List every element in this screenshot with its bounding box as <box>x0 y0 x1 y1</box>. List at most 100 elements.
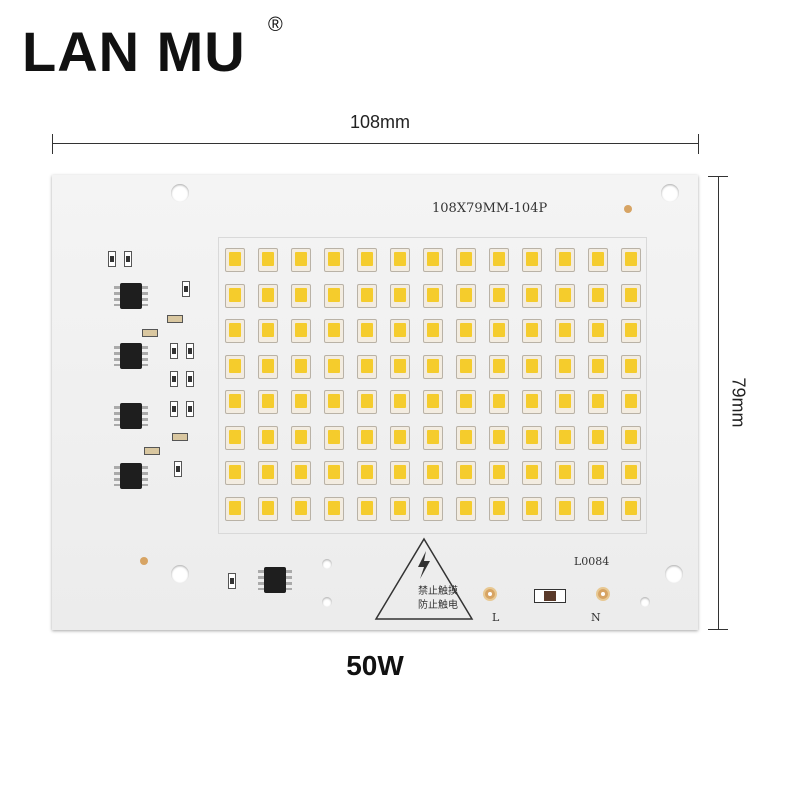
led-chip <box>555 496 575 521</box>
led-chip <box>588 390 608 414</box>
height-line <box>718 176 719 629</box>
led-chip <box>258 390 278 414</box>
terminal-n-label: N <box>591 611 601 624</box>
led-chip <box>258 319 278 343</box>
pcb-code: 108X79MM-104P <box>432 201 548 216</box>
led-chip <box>522 354 542 379</box>
led-chip <box>522 283 542 308</box>
led-chip <box>555 425 575 450</box>
smd-component <box>170 343 178 359</box>
led-chip <box>423 425 443 450</box>
rectifier-chip <box>258 567 292 593</box>
led-chip <box>489 354 509 379</box>
terminal-pad-l <box>483 587 497 601</box>
led-chip <box>390 496 410 521</box>
led-chip <box>225 390 245 414</box>
led-chip <box>258 425 278 450</box>
via-hole <box>640 597 650 607</box>
led-chip <box>588 248 608 272</box>
led-chip <box>291 425 311 450</box>
led-chip <box>225 496 245 521</box>
led-chip <box>621 496 641 521</box>
led-chip <box>225 319 245 343</box>
via-hole <box>322 597 332 607</box>
terminal-l-label: L <box>492 611 500 624</box>
test-point <box>624 205 632 213</box>
led-chip <box>621 425 641 450</box>
smd-capacitor <box>142 329 158 337</box>
led-chip <box>390 319 410 343</box>
led-chip <box>357 248 377 272</box>
led-chip <box>456 319 476 343</box>
power-rating: 50W <box>346 650 404 681</box>
smd-component <box>228 573 236 589</box>
led-chip <box>456 390 476 414</box>
led-chip <box>588 283 608 308</box>
led-chip <box>555 390 575 414</box>
led-chip <box>324 248 344 272</box>
led-chip <box>588 425 608 450</box>
led-chip <box>489 425 509 450</box>
led-chip <box>357 496 377 521</box>
led-chip <box>555 319 575 343</box>
led-chip <box>390 248 410 272</box>
led-chip <box>621 319 641 343</box>
led-chip <box>621 461 641 485</box>
led-chip <box>423 283 443 308</box>
led-chip <box>258 283 278 308</box>
mount-hole-top-right <box>661 184 679 202</box>
led-chip <box>357 319 377 343</box>
led-chip <box>291 461 311 485</box>
led-chip <box>489 461 509 485</box>
led-chip <box>423 496 443 521</box>
led-chip <box>324 283 344 308</box>
led-chip <box>291 496 311 521</box>
led-chip <box>291 390 311 414</box>
led-chip <box>555 248 575 272</box>
led-chip <box>522 248 542 272</box>
smd-component <box>174 461 182 477</box>
led-chip <box>291 283 311 308</box>
led-chip <box>390 461 410 485</box>
width-line <box>52 143 699 144</box>
led-chip <box>522 425 542 450</box>
led-chip <box>456 283 476 308</box>
led-chip <box>225 283 245 308</box>
width-tick-left <box>52 134 53 154</box>
led-array <box>218 237 647 534</box>
model-label: L0084 <box>574 555 610 568</box>
led-chip <box>390 283 410 308</box>
led-chip <box>456 496 476 521</box>
warning-text: 禁止触摸 防止触电 <box>403 585 473 613</box>
test-point <box>140 557 148 565</box>
led-chip <box>522 496 542 521</box>
led-chip <box>225 461 245 485</box>
width-tick-right <box>698 134 699 154</box>
led-chip <box>588 354 608 379</box>
led-pcb-board: 108X79MM-104P 禁止触摸 防止触电 L0084 <box>52 175 698 630</box>
smd-component <box>124 251 132 267</box>
led-chip <box>522 319 542 343</box>
led-chip <box>555 283 575 308</box>
led-chip <box>357 390 377 414</box>
terminal-pad-n <box>596 587 610 601</box>
via-hole <box>322 559 332 569</box>
led-chip <box>588 319 608 343</box>
mount-hole-bottom-right <box>665 565 683 583</box>
led-chip <box>390 390 410 414</box>
led-chip <box>423 354 443 379</box>
led-chip <box>225 425 245 450</box>
led-chip <box>324 319 344 343</box>
led-chip <box>456 425 476 450</box>
driver-chip <box>114 343 148 369</box>
mount-hole-top-left <box>171 184 189 202</box>
smd-component <box>108 251 116 267</box>
led-chip <box>225 354 245 379</box>
warning-triangle-icon <box>374 537 474 620</box>
height-tick-bottom <box>708 629 728 630</box>
driver-chip <box>114 403 148 429</box>
height-tick-top <box>708 176 728 177</box>
led-chip <box>357 461 377 485</box>
brand-name: LAN MU <box>22 20 246 83</box>
led-chip <box>456 461 476 485</box>
